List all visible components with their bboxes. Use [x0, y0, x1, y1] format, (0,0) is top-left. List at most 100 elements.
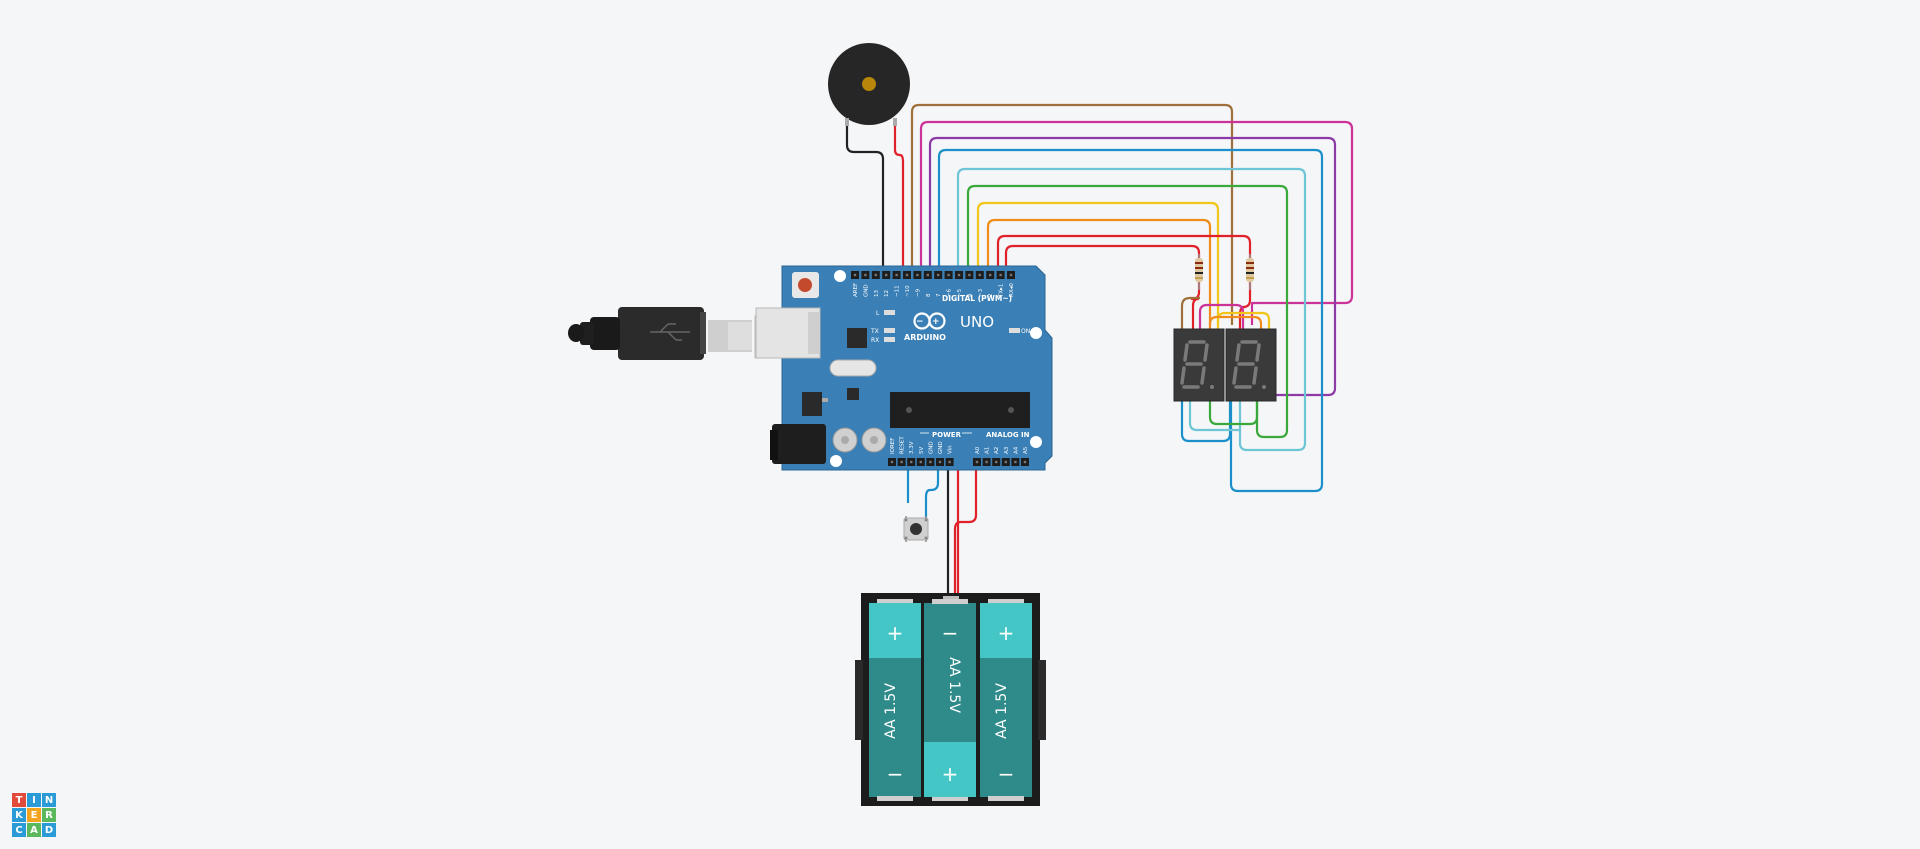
pin-socket [938, 460, 942, 464]
small-chip [847, 328, 867, 348]
wire-pin12-brown[interactable] [910, 103, 1234, 325]
wire-pin9-blue[interactable] [937, 148, 1324, 493]
wire-pin8-cyan[interactable] [956, 167, 1307, 452]
wire-disp-cyan[interactable] [1188, 398, 1240, 432]
wire-disp-orange[interactable] [1208, 315, 1263, 330]
seven-segment-display-2[interactable] [1225, 328, 1277, 402]
battery-terminal-sign: − [887, 762, 904, 786]
wire-disp-green[interactable] [1208, 398, 1259, 426]
pin-socket [995, 460, 998, 464]
battery-cell-label: AA 1.5V [994, 683, 1010, 739]
wire-pin7-green[interactable] [966, 184, 1289, 439]
pin-socket [874, 273, 877, 277]
pushbutton[interactable] [903, 516, 929, 542]
led-label-rx: RX [871, 337, 879, 344]
wire-disp-brown[interactable] [1180, 296, 1200, 330]
pin-label: ~5 [957, 288, 963, 297]
wire-pushbutton-blue-b[interactable] [924, 463, 940, 520]
mounting-hole [1030, 436, 1042, 448]
pin-label: 2 [988, 294, 994, 298]
led-label-tx: TX [870, 328, 879, 335]
pin-socket [885, 273, 888, 277]
pin-label: ~3 [978, 288, 984, 297]
pin-socket [905, 273, 909, 277]
logo-letter: A [27, 823, 41, 837]
arduino-uno-board[interactable]: L TX RX ON − + ARDUINO UNO DIGITAL (PWM~… [755, 265, 1053, 471]
wire-pin10-purple[interactable] [928, 136, 1337, 397]
pin-label: 7 [936, 293, 942, 297]
pin-socket [947, 273, 950, 277]
wire-res2-red[interactable] [1238, 282, 1252, 330]
pin-socket [1004, 460, 1007, 464]
pin-socket [919, 460, 922, 464]
pin-socket [864, 273, 867, 277]
wire-res1-red[interactable] [1190, 282, 1201, 330]
battery-terminal-sign: + [998, 621, 1015, 645]
pin-label: TX▸1 [999, 284, 1005, 298]
arduino-infinity-logo [913, 312, 946, 330]
pin-label: A3 [1004, 446, 1010, 454]
battery-cell: + − AA 1.5V [869, 599, 921, 801]
pin-label: RX◂0 [1009, 283, 1015, 297]
pin-label: 4 [967, 293, 973, 297]
pin-label: GND [928, 441, 934, 454]
logo-letter: D [42, 823, 56, 837]
logo-letter: E [27, 808, 41, 822]
wire-buzzer-signal[interactable] [893, 122, 905, 275]
digital-header-label: DIGITAL (PWM~) [942, 294, 1012, 303]
usb-icon [650, 323, 690, 341]
wire-pin6-yellow[interactable] [976, 201, 1220, 325]
pin-label: 3.3V [909, 441, 915, 454]
battery-cells: +−AA 1.5V−+AA 1.5V+−AA 1.5V [869, 599, 1032, 801]
pin-label: 12 [884, 290, 890, 297]
tinkercad-logo[interactable]: T I N K E R C A D [12, 793, 56, 837]
pin-socket [910, 460, 913, 464]
wire-disp-magenta[interactable] [1198, 303, 1245, 330]
wire-buzzer-gnd[interactable] [845, 122, 885, 275]
pin-label: IOREF [890, 438, 896, 454]
voltage-regulator [802, 392, 822, 416]
resistor-1[interactable] [1195, 254, 1203, 290]
pin-label: ~10 [905, 285, 911, 297]
pin-label: 13 [874, 290, 880, 297]
piezo-buzzer[interactable] [828, 43, 910, 126]
pin-socket [895, 273, 898, 277]
pin-socket [1023, 460, 1027, 464]
wire-pin11-magenta[interactable] [919, 120, 1354, 325]
seven-segment-display-1[interactable] [1173, 328, 1225, 402]
minus-glyph: − [916, 317, 924, 327]
wire-pin3-red[interactable] [1004, 244, 1201, 275]
plus-glyph: + [932, 317, 940, 327]
pin-label: AREF [853, 283, 859, 297]
analog-in-label: ANALOG IN [986, 431, 1030, 439]
mounting-hole [834, 270, 846, 282]
pin-socket [916, 273, 919, 277]
pin-label: Vin [948, 445, 954, 454]
pin-socket [1014, 460, 1017, 464]
pin-socket [900, 460, 903, 464]
pin-label: 8 [926, 293, 932, 297]
battery-terminal-sign: + [887, 621, 904, 645]
pin-socket [978, 273, 981, 277]
mcu-chip [890, 392, 1030, 428]
resistor-2[interactable] [1246, 254, 1254, 290]
wire-battery-vin[interactable] [953, 463, 978, 598]
crystal [829, 359, 877, 377]
mounting-hole [830, 455, 842, 467]
battery-cell: +−AA 1.5V [980, 599, 1032, 801]
logo-letter: T [12, 793, 26, 807]
pin-socket [957, 273, 961, 277]
pin-socket [1009, 273, 1013, 277]
battery-terminal-sign: + [942, 762, 959, 786]
wire-disp-blue[interactable] [1180, 398, 1232, 443]
pin-socket [926, 273, 929, 277]
pin-label: ~9 [915, 288, 921, 297]
battery-cell-label: AA 1.5V [883, 683, 899, 739]
wire-pin5-orange[interactable] [986, 218, 1212, 325]
wire-pin4-red[interactable] [996, 234, 1252, 275]
pin-socket [937, 273, 940, 277]
